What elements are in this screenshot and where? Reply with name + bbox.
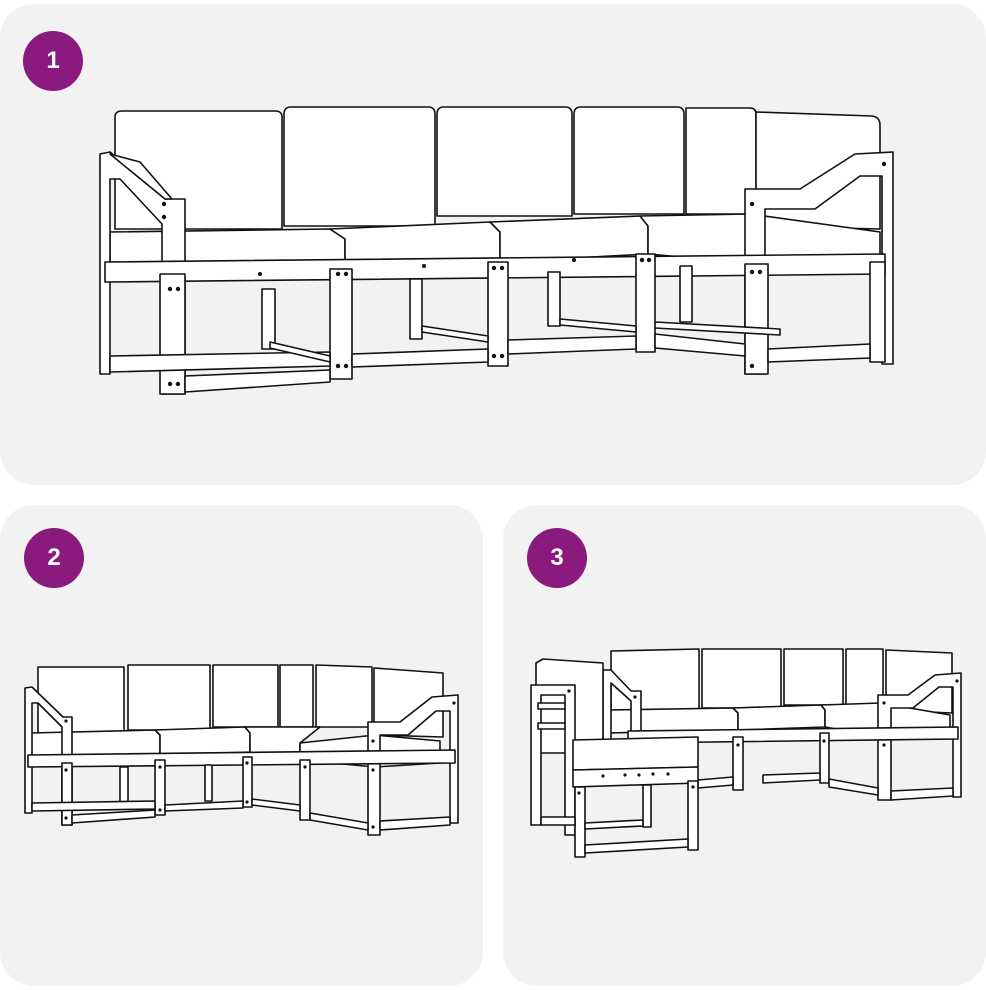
back-cushions bbox=[114, 106, 881, 230]
step-3-panel: 3 bbox=[503, 505, 986, 986]
base-frames bbox=[104, 253, 886, 395]
step-1-panel: 1 bbox=[0, 4, 986, 485]
corner-sofa-illustration-icon bbox=[24, 664, 459, 836]
sofa-with-ottoman-illustration-icon bbox=[530, 648, 962, 858]
right-armrest bbox=[367, 694, 459, 836]
step-2-panel: 2 bbox=[0, 505, 483, 986]
step-3-badge: 3 bbox=[527, 528, 587, 588]
step-2-badge: 2 bbox=[24, 528, 84, 588]
step-1-badge: 1 bbox=[23, 31, 83, 91]
detached-module bbox=[530, 658, 699, 858]
bolts bbox=[161, 161, 887, 387]
bolts bbox=[567, 679, 959, 795]
sofa-illustration-icon bbox=[99, 106, 894, 395]
bolts bbox=[64, 701, 456, 829]
base-frames bbox=[27, 749, 456, 831]
